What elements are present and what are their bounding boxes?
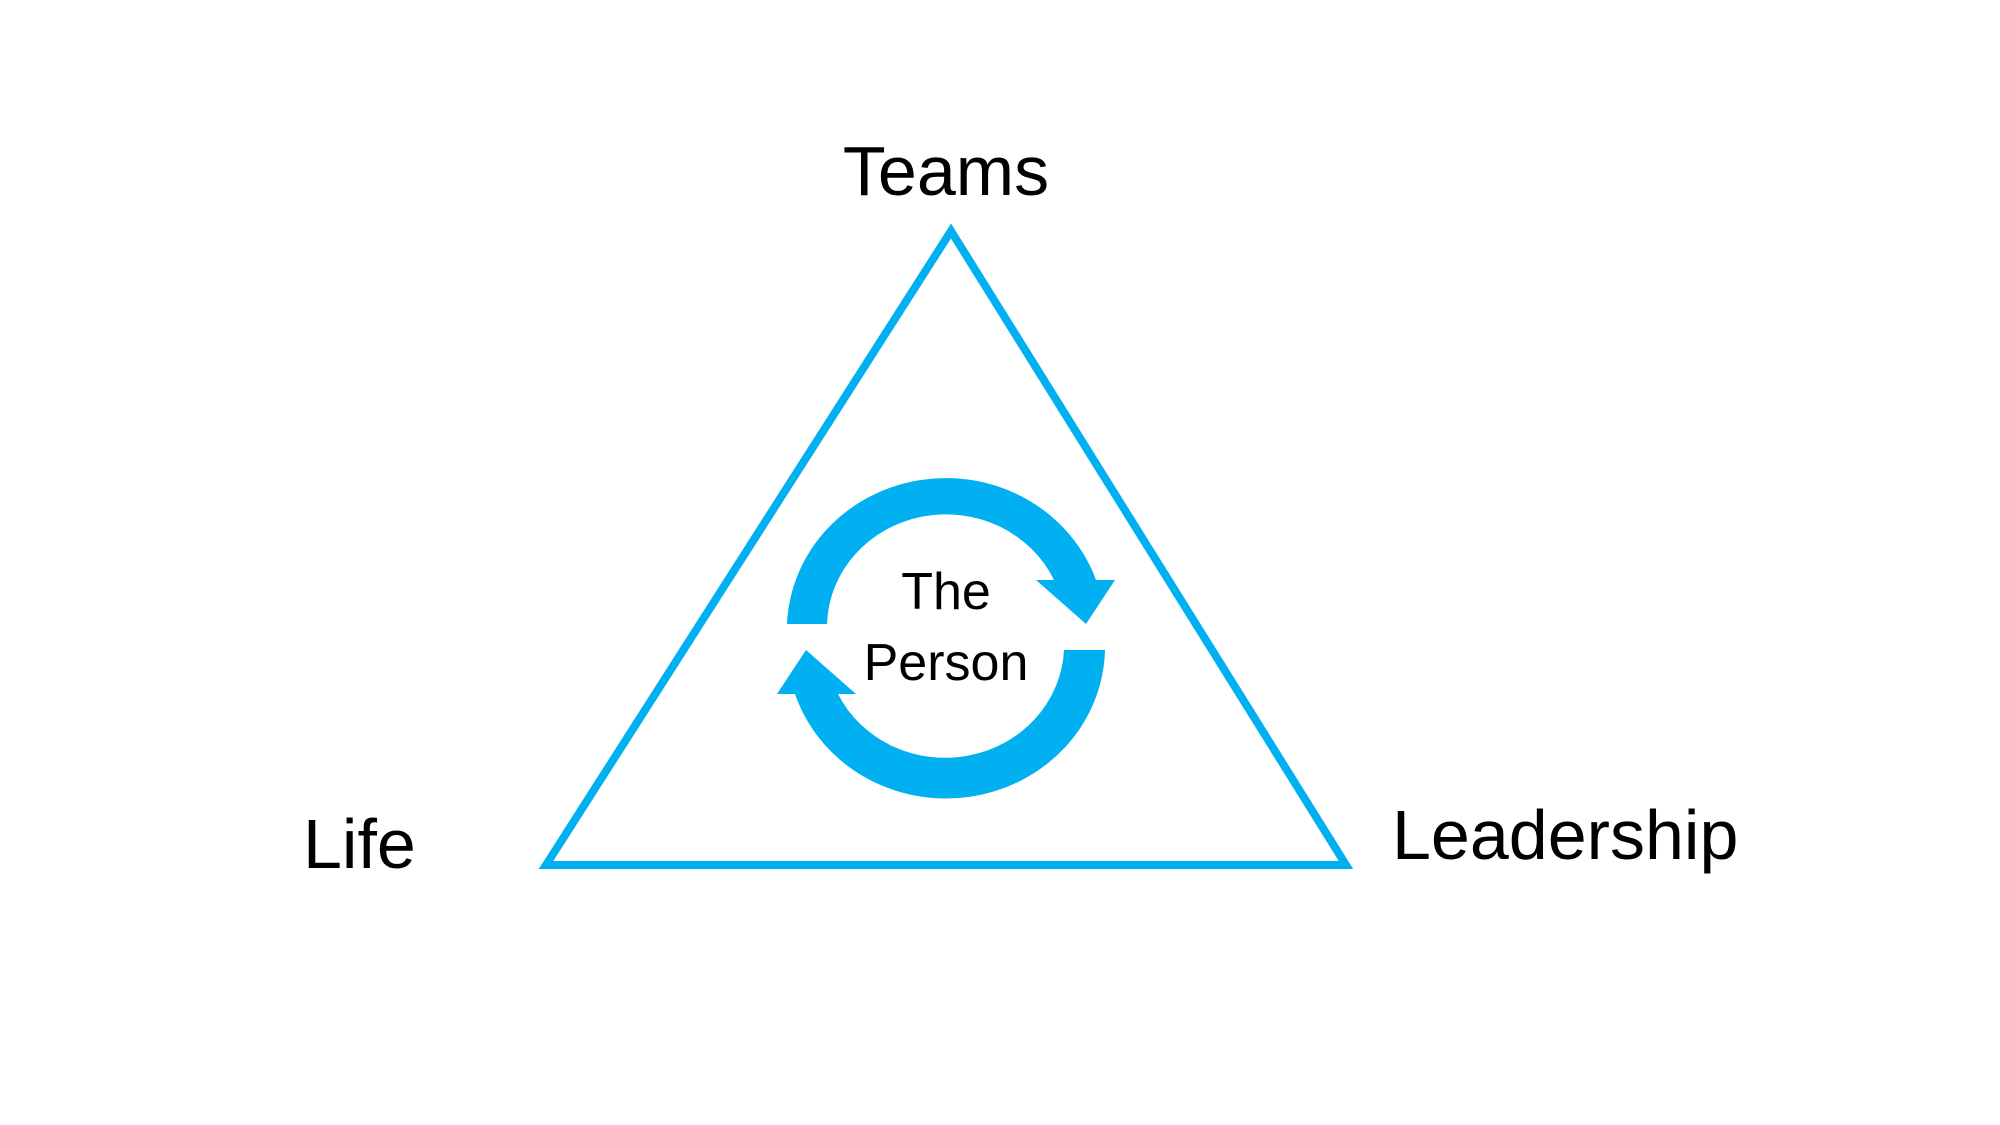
clockwise-arrow-top	[787, 478, 1115, 624]
label-teams: Teams	[843, 132, 1049, 210]
label-life: Life	[303, 805, 416, 883]
center-label-line2: Person	[864, 634, 1029, 692]
cycle-arrows-icon	[777, 478, 1115, 799]
label-leadership: Leadership	[1392, 796, 1738, 874]
triangle-outline	[538, 223, 1354, 869]
clockwise-arrow-bottom	[777, 650, 1105, 799]
center-label-line1: The	[901, 563, 991, 621]
